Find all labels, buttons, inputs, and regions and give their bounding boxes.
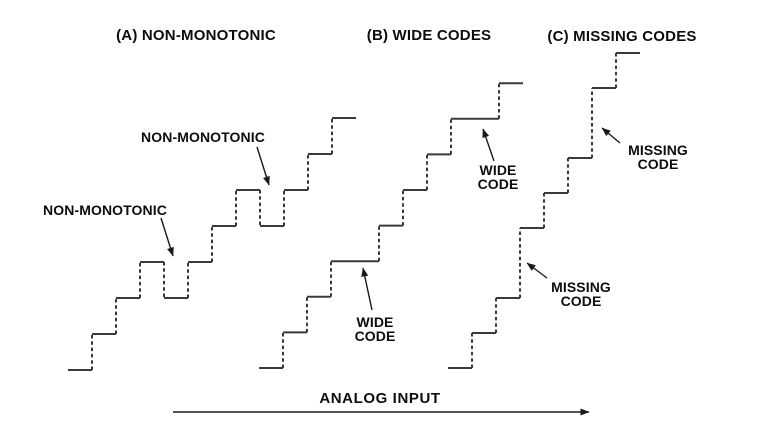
non-monotonic-lower-label: NON-MONOTONIC (43, 202, 167, 218)
wide-code-lower-arrow (361, 267, 373, 311)
panel-b-title: (B) WIDE CODES (366, 27, 492, 44)
missing-code-upper-arrow (601, 127, 621, 144)
wide-code-upper-arrow (482, 128, 495, 162)
annotation-arrows (160, 127, 621, 416)
wide-code-upper-label: WIDE CODE (477, 162, 519, 192)
non-monotonic-upper-label: NON-MONOTONIC (141, 129, 265, 145)
staircase-non-monotonic (68, 117, 356, 371)
missing-code-upper-label: MISSING CODE (628, 142, 688, 172)
missing-code-lower-label: MISSING CODE (551, 279, 611, 309)
staircase-missing-codes (448, 52, 640, 369)
staircase-wide-codes (259, 82, 523, 369)
non-monotonic-upper-arrow (256, 146, 270, 186)
non-monotonic-lower-arrow (160, 217, 174, 257)
panel-a-title: (A) NON-MONOTONIC (116, 27, 276, 44)
missing-code-lower-arrow (526, 262, 548, 279)
analog-input-axis-label: ANALOG INPUT (319, 390, 441, 407)
panel-c-title: (C) MISSING CODES (547, 28, 697, 45)
wide-code-lower-label: WIDE CODE (354, 314, 396, 344)
